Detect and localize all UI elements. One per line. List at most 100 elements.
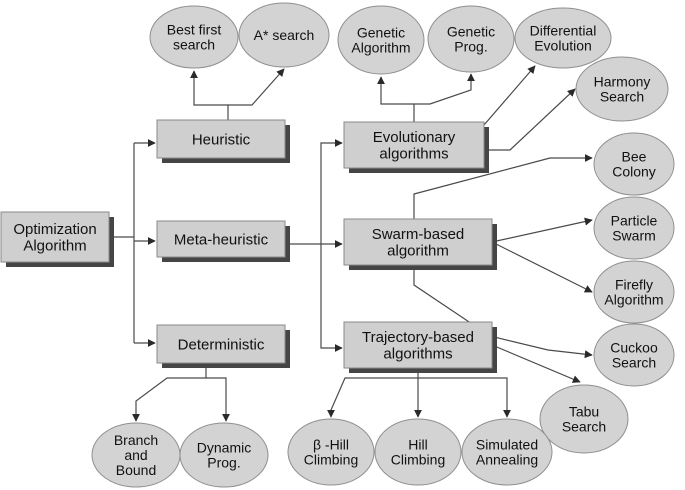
connector-arrow — [417, 368, 511, 418]
node-label-line: Climbing — [391, 452, 445, 468]
ellipse — [461, 418, 553, 486]
node-label-line: Prog. — [454, 39, 487, 55]
box — [0, 211, 110, 263]
node-label-line: Harmony — [594, 73, 651, 89]
node-label-line: Best first — [167, 21, 222, 37]
node-label-line: Particle — [611, 212, 658, 228]
ellipse — [593, 323, 675, 387]
node-label-line: Firefly — [615, 276, 653, 292]
node-label-line: Tabu — [569, 403, 599, 419]
node-label-line: Algorithm — [23, 237, 86, 254]
node-label-line: β -Hill — [313, 436, 349, 452]
ellipse — [514, 7, 612, 69]
node-label-line: and — [124, 447, 147, 463]
ellipse — [374, 418, 462, 486]
ellipse — [593, 132, 675, 196]
node-label-line: Bee — [622, 148, 647, 164]
node-label-line: Genetic — [447, 23, 495, 39]
node-label-line: Evolution — [534, 38, 592, 54]
box — [156, 324, 286, 364]
connector-arrow — [483, 65, 536, 126]
connector-arrow — [228, 68, 285, 106]
ellipse — [593, 260, 675, 324]
node-label-line: Genetic — [357, 24, 405, 40]
connector-arrow — [491, 241, 593, 293]
node-label-line: Evolutionary — [373, 129, 456, 146]
connector-arrow — [377, 76, 415, 122]
node-label-line: Swarm — [612, 228, 656, 244]
node-label-line: Search — [600, 89, 644, 105]
node-label: Deterministic — [178, 336, 265, 353]
node-label-line: Trajectory-based — [362, 329, 474, 346]
connector-arrow — [205, 363, 230, 422]
node-label-line: Annealing — [476, 452, 538, 468]
node-a-star-search: A* search — [238, 2, 330, 68]
ellipse — [91, 422, 181, 488]
node-label-line: algorithm — [387, 242, 449, 259]
ellipse — [575, 56, 669, 122]
connector-arrow — [491, 217, 593, 243]
node-label-line: Climbing — [304, 452, 358, 468]
node-label-line: search — [173, 37, 215, 53]
ellipse — [337, 5, 425, 75]
node-label-line: Search — [612, 355, 656, 371]
ellipse — [593, 196, 675, 260]
node-label-line: Bound — [116, 462, 156, 478]
connector-arrow — [132, 377, 206, 422]
node-label-line: Simulated — [476, 436, 538, 452]
ellipse — [149, 5, 239, 69]
node-label-line: Dynamic — [197, 439, 251, 455]
connector-arrow — [327, 377, 418, 418]
node-deterministic: Deterministic — [156, 324, 290, 368]
connector-arrow — [414, 73, 475, 105]
ellipse — [427, 5, 515, 73]
connector-arrow — [320, 244, 343, 352]
node-label-line: Algorithm — [351, 40, 410, 56]
node-label: Meta-heuristic — [174, 231, 269, 248]
node-label-line: Cuckoo — [610, 339, 658, 355]
node-meta-heuristic: Meta-heuristic — [156, 220, 290, 262]
node-label-line: A* search — [254, 27, 315, 43]
node-label-line: Algorithm — [604, 292, 663, 308]
connector-arrow — [320, 139, 343, 244]
node-label-line: Deterministic — [178, 336, 265, 353]
connector-arrow — [190, 70, 229, 120]
node-label-line: algorithms — [383, 345, 452, 362]
node-label-line: Swarm-based — [372, 226, 465, 243]
connector-arrow — [491, 344, 581, 383]
node-label-line: Optimization — [13, 221, 96, 238]
node-label-line: Meta-heuristic — [174, 231, 269, 248]
node-label: A* search — [254, 27, 315, 43]
box — [156, 119, 286, 159]
